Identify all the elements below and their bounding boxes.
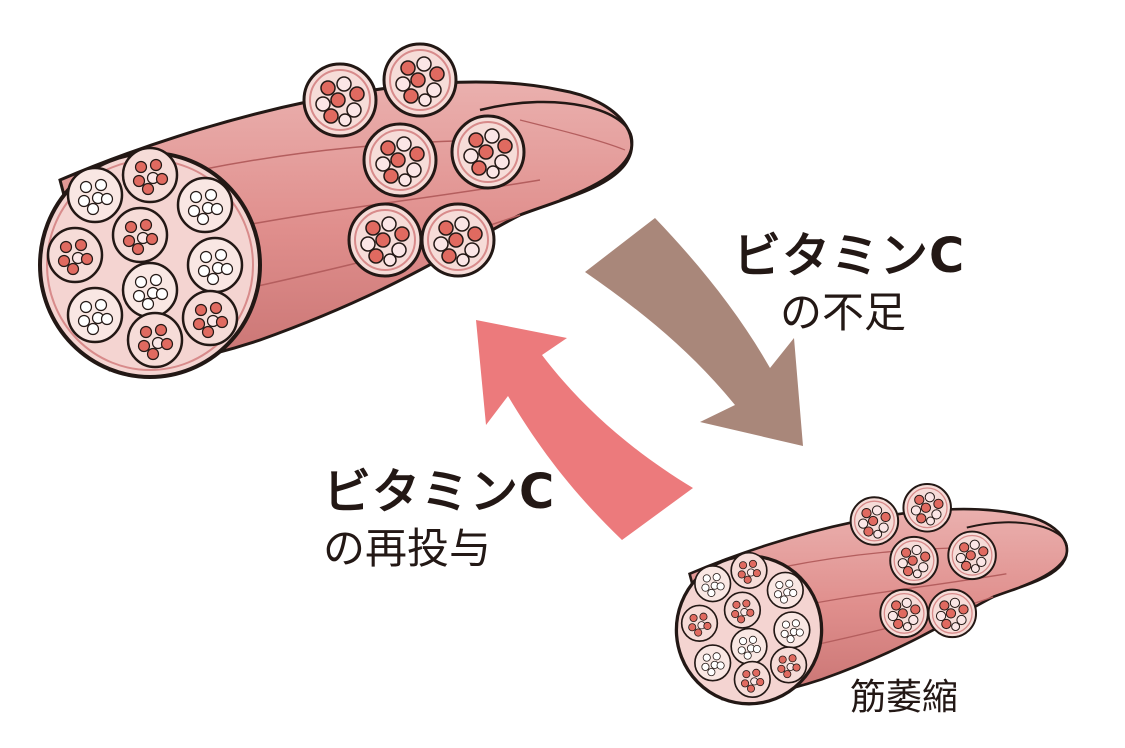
deficiency-subtitle: の不足 [780,288,907,337]
atrophy-label: 筋萎縮 [850,677,959,718]
resupply-title: ビタミンC [323,464,556,520]
atrophied-muscle-cross-section-icon [674,483,1069,706]
curved-arrow-up-icon [476,320,693,540]
curved-arrow-down-icon [585,218,803,446]
resupply-subtitle: の再投与 [323,524,492,573]
deficiency-title: ビタミンC [733,228,966,284]
muscle-cross-section-icon [38,42,634,379]
